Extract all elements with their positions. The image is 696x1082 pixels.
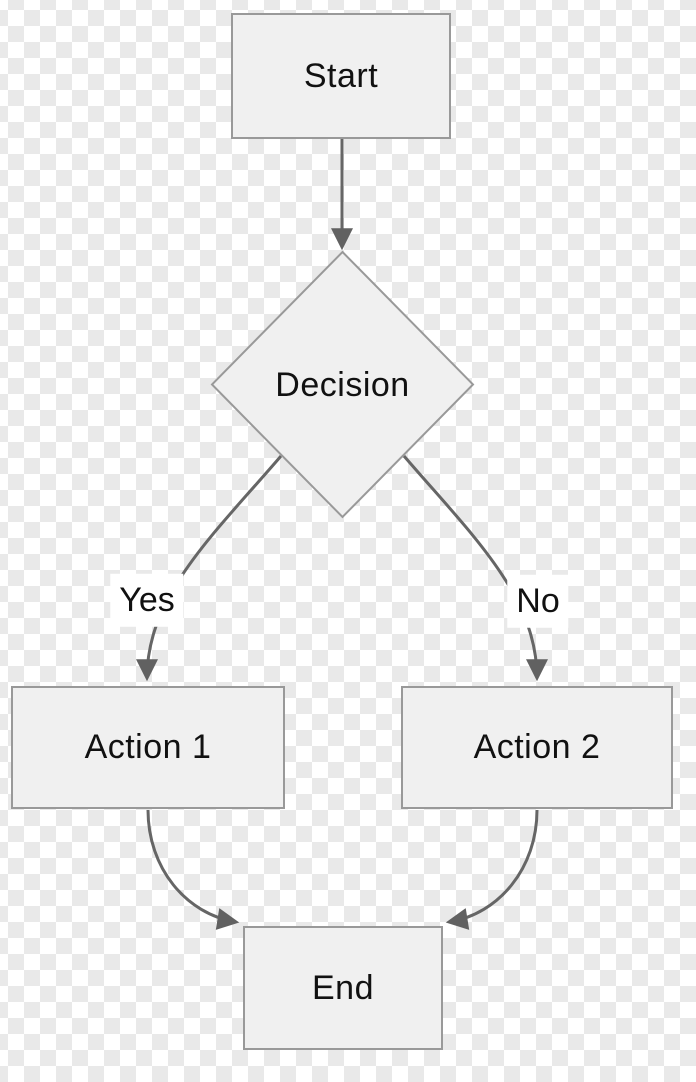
node-end-label: End — [312, 968, 374, 1007]
edge-label-yes: Yes — [110, 573, 184, 627]
node-decision-label: Decision — [275, 365, 410, 404]
edge-action1-to-end — [146, 809, 240, 930]
edge-decision-to-action1 — [136, 455, 283, 682]
node-action1: Action 1 — [11, 686, 285, 809]
node-action1-label: Action 1 — [84, 728, 212, 766]
node-decision-shape — [210, 250, 475, 519]
edge-action2-to-end — [445, 809, 539, 930]
node-action2-label: Action 2 — [473, 728, 601, 766]
node-action2: Action 2 — [401, 686, 673, 809]
node-start-label: Start — [303, 56, 379, 95]
node-end: End — [243, 926, 443, 1050]
edge-decision-to-action2 — [402, 455, 548, 682]
edge-label-no: No — [507, 574, 569, 628]
node-start: Start — [231, 13, 451, 139]
